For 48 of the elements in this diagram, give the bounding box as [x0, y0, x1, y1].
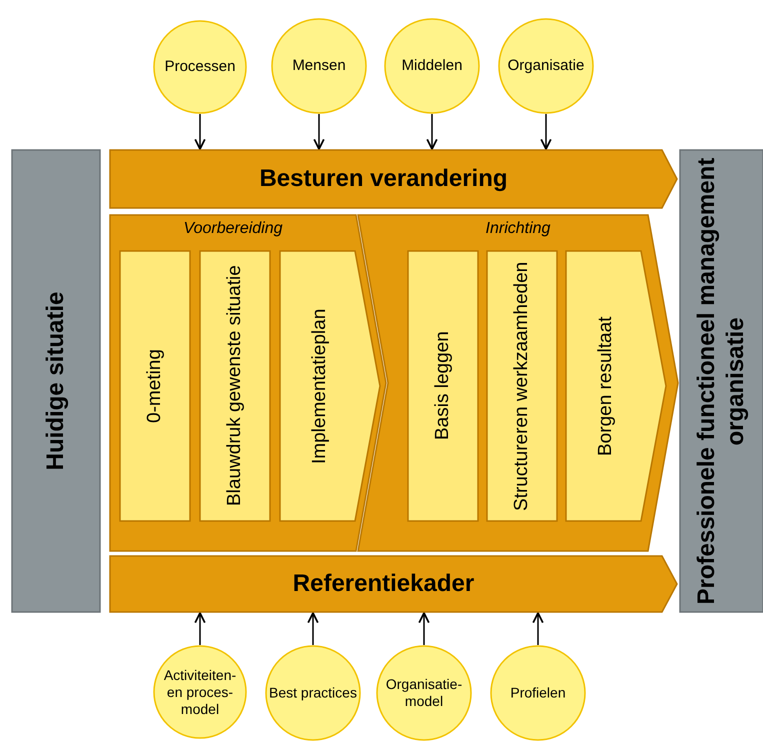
step-box — [120, 251, 190, 521]
phase-title: Inrichting — [484, 220, 552, 238]
input-circle — [490, 645, 586, 741]
arrow — [418, 612, 430, 645]
input-circle — [153, 645, 247, 739]
step-box — [408, 251, 478, 521]
step-box — [566, 251, 666, 521]
circle-label: Organisatie- model — [384, 676, 464, 710]
panel-label: Professionele functioneel management organisatie — [692, 156, 750, 606]
band-label: Besturen verandering — [258, 165, 509, 193]
step-label: Structureren werkzaamheden — [511, 261, 533, 511]
phase-chevron — [110, 215, 386, 551]
arrow — [532, 612, 544, 645]
arrow — [307, 612, 319, 645]
arrow — [194, 114, 206, 150]
step-box — [280, 251, 380, 521]
input-circle — [271, 18, 367, 114]
input-circle — [384, 18, 480, 114]
step-label: Blauwdruk gewenste situatie — [224, 264, 246, 508]
circle-label: Processen — [164, 58, 236, 76]
arrow — [540, 114, 552, 150]
phase-title: Voorbereiding — [182, 220, 284, 238]
circle-label: Middelen — [400, 57, 464, 75]
input-circle — [265, 645, 361, 741]
step-box — [200, 251, 270, 521]
arrow — [426, 114, 438, 150]
circle-label: Best practices — [269, 684, 357, 702]
step-label: 0-meting — [144, 348, 166, 425]
chevron-band — [110, 556, 677, 612]
step-label: Basis leggen — [432, 330, 454, 442]
chevron-band — [110, 150, 677, 208]
arrow — [194, 612, 206, 645]
panel-label: Huidige situatie — [42, 292, 70, 470]
circle-label: Mensen — [291, 57, 347, 75]
state-panel — [12, 150, 100, 612]
step-label: Implementatieplan — [309, 307, 331, 466]
band-label: Referentiekader — [292, 570, 476, 598]
circle-label: Activiteiten- en proces- model — [162, 666, 238, 718]
circle-label: Profielen — [509, 684, 567, 702]
phase-chevron — [358, 215, 678, 551]
step-box — [487, 251, 557, 521]
step-label: Borgen resultaat — [595, 315, 617, 458]
circle-label: Organisatie — [506, 57, 586, 75]
input-circle — [153, 20, 247, 114]
state-panel — [680, 150, 763, 612]
input-circle — [498, 18, 594, 114]
input-circle — [376, 645, 472, 741]
arrow — [313, 114, 325, 150]
